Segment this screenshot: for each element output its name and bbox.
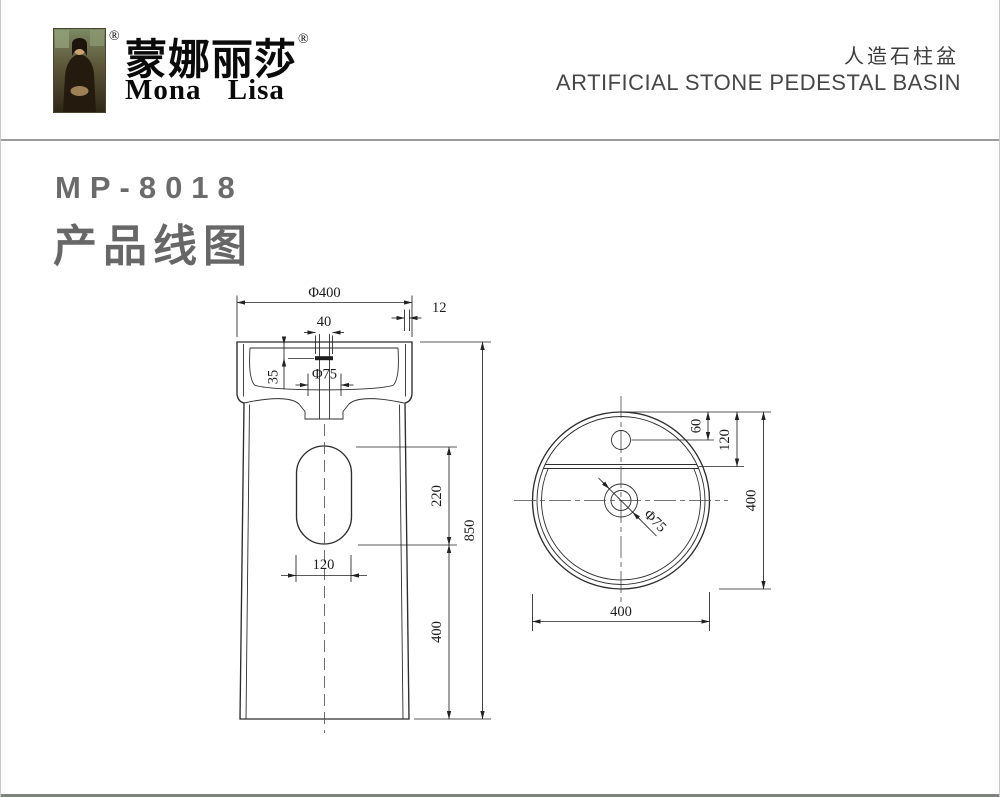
model-number: MP-8018 (55, 170, 244, 205)
header-divider (1, 139, 999, 141)
dim-deck-depth: 120 (717, 429, 733, 451)
dim-cutout-height: 220 (429, 485, 445, 507)
dim-base-height: 400 (429, 621, 445, 643)
dim-slot-width: 40 (317, 314, 332, 330)
product-category-english: ARTIFICIAL STONE PEDESTAL BASIN (555, 70, 961, 95)
dim-slot-depth: 35 (266, 370, 282, 385)
mona-lisa-painting (53, 28, 106, 113)
front-view (236, 334, 413, 733)
dim-top-drain: Φ75 (640, 507, 669, 536)
drawing-title-chinese: 产品线图 (53, 222, 253, 271)
dim-cutout-width: 120 (313, 557, 335, 573)
product-category-chinese: 人造石柱盆 (844, 46, 959, 68)
dim-front-diameter: Φ400 (308, 285, 340, 301)
dim-top-width: 400 (610, 604, 632, 620)
registered-mark-icon: ® (109, 29, 120, 44)
dim-faucet-offset: 60 (689, 419, 705, 434)
pedestal-cutout (295, 445, 353, 545)
top-view (514, 396, 728, 604)
brand-name-chinese: 蒙娜丽莎 (125, 36, 298, 83)
faucet-slot (315, 356, 333, 361)
registered-mark-icon: ® (298, 32, 309, 47)
dim-front-drain: Φ75 (312, 367, 337, 383)
dim-rim-thickness: 12 (432, 300, 447, 316)
dim-top-depth: 400 (744, 490, 760, 512)
dim-total-height: 850 (462, 520, 478, 542)
front-view-dimensions: Φ400 12 40 35 Φ75 120 220 (236, 285, 491, 720)
footer-accent-bar (1, 794, 999, 797)
brand-name-english: Mona Lisa (125, 74, 285, 106)
top-view-dimensions: Φ75 60 120 400 400 (532, 411, 771, 631)
